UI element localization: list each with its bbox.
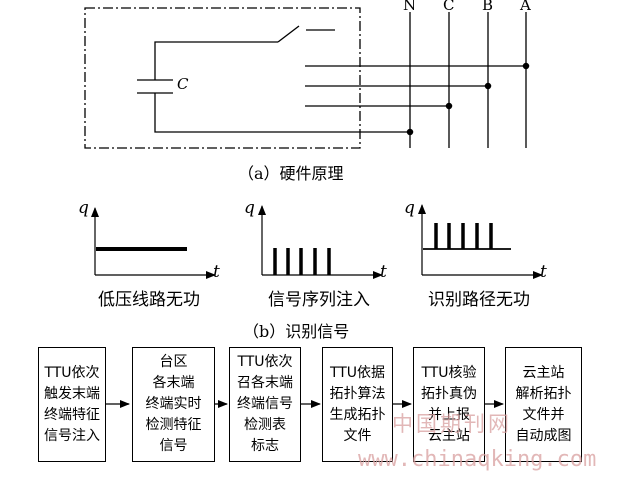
flow-step-1: TTU依次 触发末端 终端特征 信号注入 [38,347,106,462]
flow-step-5: TTU核验 拓扑真伪 并上报 云主站 [413,347,485,462]
capacitor-branch-bottom [154,93,410,133]
plot2-t-axis-label: t [380,262,387,282]
flow-step-4: TTU依据 拓扑算法 生成拓扑 文件 [322,347,393,462]
plot1-q-axis-label: q [78,198,89,218]
plot1-t-axis-label: t [213,262,220,282]
hardware-caption: （a）硬件原理 [238,164,344,183]
flow-step-6-text: 云主站 解析拓扑 文件并 自动成图 [515,364,572,444]
junction-dot [406,128,414,136]
capacitor-label: C [177,75,189,93]
equipment-enclosure-dashdot [84,7,361,149]
signal-plots [91,204,543,279]
watermark-site-name: 中国期刊网 [392,412,512,436]
phase-label-a: A [520,0,531,14]
flow-step-6: 云主站 解析拓扑 文件并 自动成图 [505,347,582,462]
phase-label-n: N [403,0,417,14]
flow-step-3: TTU依次 召各末端 终端信号 检测表 标志 [229,347,301,462]
plot3-q-axis-label: q [404,198,415,218]
junction-dot [484,82,492,90]
junction-dot [445,102,453,110]
flow-step-4-text: TTU依据 拓扑算法 生成拓扑 文件 [329,364,386,444]
watermark-url: www.chinaqking.com [358,447,597,472]
switch-blade [277,25,300,43]
flow-step-5-text: TTU核验 拓扑真伪 并上报 云主站 [421,364,477,444]
flow-step-2: 台区 各末端 终端实时 检测特征 信号 [132,347,215,462]
plot2-label: 信号序列注入 [268,290,370,310]
phase-label-b: B [482,0,494,14]
plot2-q-axis-label: q [244,198,255,218]
flow-step-1-text: TTU依次 触发末端 终端特征 信号注入 [44,364,100,444]
junction-dot [522,62,530,70]
flow-step-3-text: TTU依次 召各末端 终端信号 检测表 标志 [237,354,293,454]
capacitor-branch-top [154,41,278,80]
plot3-t-axis-label: t [540,262,547,282]
signals-caption: （b）识别信号 [243,322,350,341]
plot1-label: 低压线路无功 [98,290,200,310]
phase-label-c: C [443,0,455,14]
hardware-schematic [84,7,530,149]
flow-step-2-text: 台区 各末端 终端实时 检测特征 信号 [145,354,202,454]
plot3-label: 识别路径无功 [428,290,530,310]
